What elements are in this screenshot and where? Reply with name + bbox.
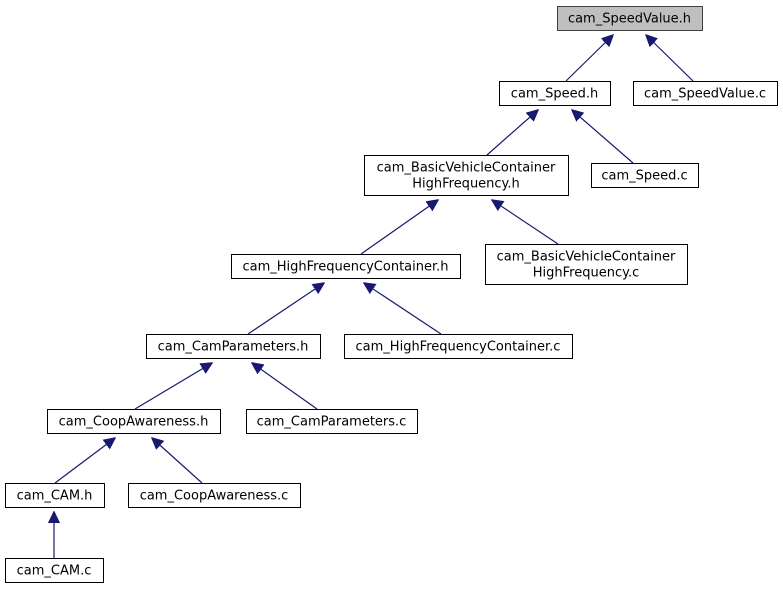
edge-basic_h-to-speed_h xyxy=(486,110,538,156)
node-cam-c[interactable]: cam_CAM.c xyxy=(5,558,104,583)
node-label: cam_CamParameters.h xyxy=(158,340,309,355)
node-box xyxy=(485,244,688,285)
node-box xyxy=(47,409,221,434)
node-label: cam_Speed.c xyxy=(601,169,687,184)
node-label: HighFrequency.h xyxy=(412,177,520,192)
node-speed-c[interactable]: cam_Speed.c xyxy=(591,163,699,188)
edges xyxy=(54,35,694,558)
node-box xyxy=(5,483,105,508)
node-box xyxy=(633,81,778,106)
edge-coop_c-to-coop_h xyxy=(152,438,203,484)
node-box xyxy=(499,81,611,106)
nodes: cam_SpeedValue.h cam_Speed.h cam_SpeedValu… xyxy=(5,6,778,583)
node-speed-h[interactable]: cam_Speed.h xyxy=(499,81,611,106)
edge-camparams_h-to-hfc_h xyxy=(247,283,324,335)
node-box xyxy=(231,254,461,279)
edge-coop_h-to-camparams_h xyxy=(134,363,212,410)
edge-cam_h-to-coop_h xyxy=(54,438,115,484)
node-speedvalue-c[interactable]: cam_SpeedValue.c xyxy=(633,81,778,106)
node-coop-c[interactable]: cam_CoopAwareness.c xyxy=(128,483,301,508)
node-box xyxy=(557,6,703,31)
node-label: cam_CamParameters.c xyxy=(257,415,407,430)
node-label: cam_CoopAwareness.h xyxy=(59,415,209,430)
node-label: cam_SpeedValue.h xyxy=(568,12,691,27)
node-label: cam_CoopAwareness.c xyxy=(140,489,289,504)
node-box xyxy=(344,334,573,359)
edge-speed_c-to-speed_h xyxy=(572,110,634,164)
node-hfc-c[interactable]: cam_HighFrequencyContainer.c xyxy=(344,334,573,359)
edge-hfc_c-to-hfc_h xyxy=(364,283,442,335)
node-speedvalue-h: cam_SpeedValue.h xyxy=(557,6,703,31)
node-coop-h[interactable]: cam_CoopAwareness.h xyxy=(47,409,221,434)
node-box xyxy=(146,334,321,359)
node-label: cam_CAM.c xyxy=(17,564,92,579)
node-label: cam_HighFrequencyContainer.c xyxy=(356,340,561,355)
edge-basic_c-to-basic_h xyxy=(492,200,559,245)
node-box xyxy=(5,558,104,583)
node-label: cam_BasicVehicleContainer xyxy=(497,250,676,265)
node-label: cam_BasicVehicleContainer xyxy=(377,161,556,176)
edge-speedvalue_c-to-speedvalue_h xyxy=(646,35,694,82)
node-label: cam_SpeedValue.c xyxy=(644,87,766,102)
node-label: cam_CAM.h xyxy=(17,489,93,504)
edge-camparams_c-to-camparams_h xyxy=(252,363,318,410)
node-box xyxy=(591,163,699,188)
node-label: cam_HighFrequencyContainer.h xyxy=(242,260,448,275)
node-hfc-h[interactable]: cam_HighFrequencyContainer.h xyxy=(231,254,461,279)
edge-hfc_h-to-basic_h xyxy=(360,200,438,255)
node-box xyxy=(364,155,569,196)
node-camparams-h[interactable]: cam_CamParameters.h xyxy=(146,334,321,359)
node-label: cam_Speed.h xyxy=(511,87,598,102)
node-label: HighFrequency.c xyxy=(533,266,639,281)
node-camparams-c[interactable]: cam_CamParameters.c xyxy=(246,409,418,434)
node-box xyxy=(246,409,418,434)
node-box xyxy=(128,483,301,508)
node-cam-h[interactable]: cam_CAM.h xyxy=(5,483,105,508)
edge-speed_h-to-speedvalue_h xyxy=(565,35,613,82)
